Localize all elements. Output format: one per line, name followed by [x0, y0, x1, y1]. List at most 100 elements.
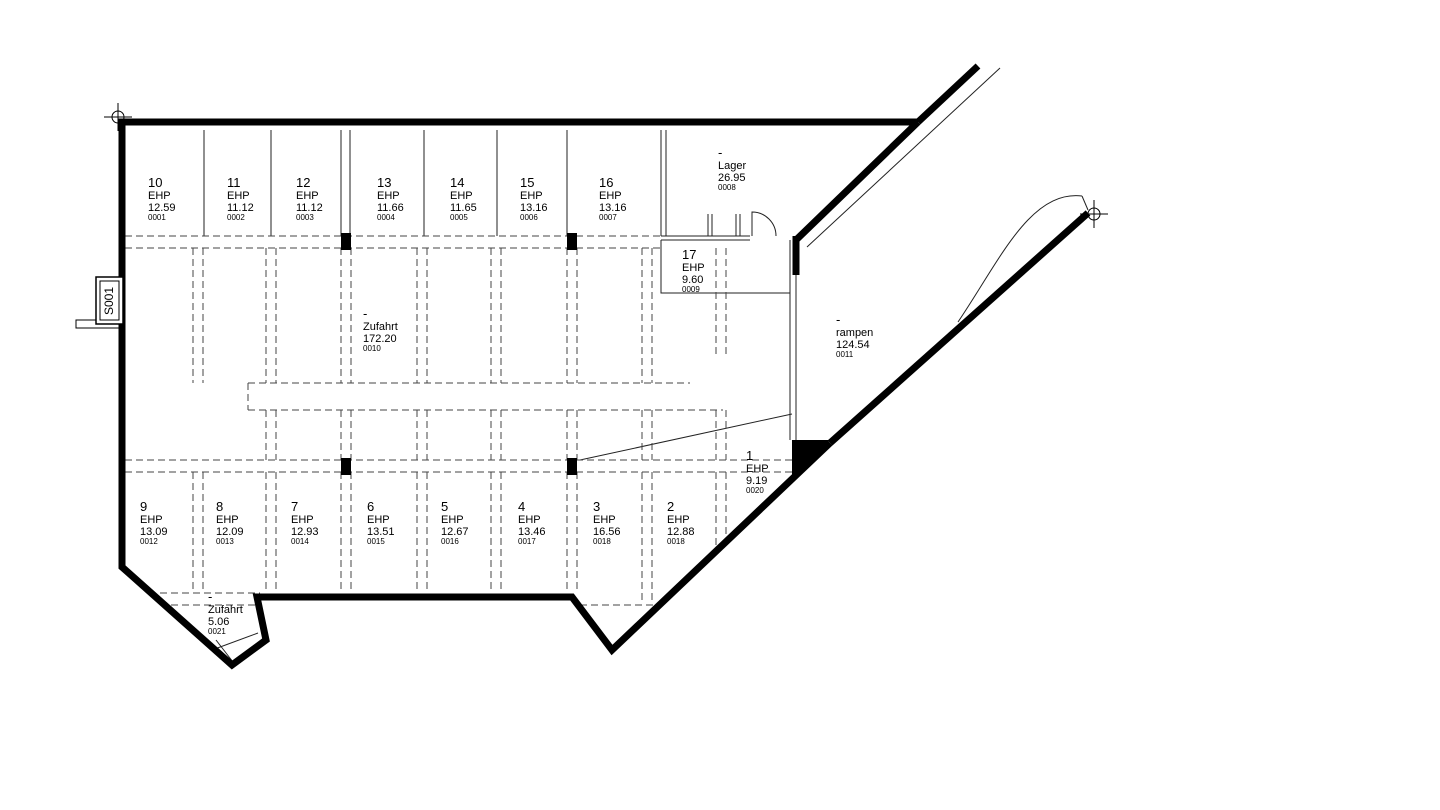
room-type: EHP: [377, 190, 400, 202]
room-area: 9.60: [682, 274, 703, 286]
room-type: EHP: [227, 190, 250, 202]
room-type: EHP: [367, 514, 390, 526]
room-label: 4 EHP 13.46 0017: [518, 499, 546, 546]
room-area: 11.65: [450, 202, 477, 214]
reference-marker: [1080, 200, 1108, 228]
room-number: 2: [667, 499, 674, 514]
room-number: 15: [520, 175, 534, 190]
room-number: 5: [441, 499, 448, 514]
room-code: 0017: [518, 537, 536, 546]
room-label: 13 EHP 11.66 0004: [377, 175, 404, 222]
room-area: 16.56: [593, 526, 621, 538]
room-number: 14: [450, 175, 464, 190]
room-code: 0014: [291, 537, 309, 546]
room-type: EHP: [682, 262, 705, 274]
room-label: 5 EHP 12.67 0016: [441, 499, 469, 546]
room-code: 0006: [520, 213, 538, 222]
room-code: 0001: [148, 213, 166, 222]
room-type: EHP: [291, 514, 314, 526]
room-label: 6 EHP 13.51 0015: [367, 499, 395, 546]
room-type: EHP: [216, 514, 239, 526]
room-type: EHP: [746, 463, 769, 475]
room-type: EHP: [140, 514, 163, 526]
stair-marker: S001: [75, 276, 124, 329]
room-area: 12.67: [441, 526, 469, 538]
room-number: -: [718, 145, 722, 160]
room-type: EHP: [599, 190, 622, 202]
room-label: 12 EHP 11.12 0003: [296, 175, 323, 222]
room-number: 9: [140, 499, 147, 514]
room-area: 9.19: [746, 475, 767, 487]
room-label: 15 EHP 13.16 0006: [520, 175, 548, 222]
room-number: -: [836, 312, 840, 327]
room-number: 7: [291, 499, 298, 514]
room-code: 0013: [216, 537, 234, 546]
room-number: 17: [682, 247, 696, 262]
room-label: 11 EHP 11.12 0002: [227, 175, 254, 222]
room-label: 9 EHP 13.09 0012: [140, 499, 168, 546]
room-area: 11.12: [296, 202, 323, 214]
interior-lines: [203, 67, 1089, 663]
room-number: 10: [148, 175, 162, 190]
room-label: 7 EHP 12.93 0014: [291, 499, 319, 546]
room-number: 1: [746, 448, 753, 463]
room-area: 172.20: [363, 333, 397, 345]
outer-walls: [118, 63, 1091, 670]
room-type: Lager: [718, 160, 746, 172]
room-number: 16: [599, 175, 613, 190]
room-area: 12.93: [291, 526, 319, 538]
room-area: 12.88: [667, 526, 695, 538]
room-number: 8: [216, 499, 223, 514]
room-area: 12.09: [216, 526, 244, 538]
room-number: -: [363, 306, 367, 321]
room-code: 0018: [667, 537, 685, 546]
room-label: 2 EHP 12.88 0018: [667, 499, 695, 546]
room-number: -: [208, 589, 212, 604]
room-area: 124.54: [836, 339, 870, 351]
room-label: 14 EHP 11.65 0005: [450, 175, 477, 222]
stair-marker-label: S001: [102, 287, 116, 315]
room-label: 8 EHP 12.09 0013: [216, 499, 244, 546]
room-number: 13: [377, 175, 391, 190]
room-area: 13.51: [367, 526, 395, 538]
room-code: 0004: [377, 213, 395, 222]
room-code: 0011: [836, 350, 854, 359]
room-code: 0015: [367, 537, 385, 546]
parking-grid: [125, 235, 792, 606]
room-code: 0008: [718, 183, 736, 192]
room-label: 17 EHP 9.60 0009: [682, 247, 705, 294]
room-area: 11.12: [227, 202, 254, 214]
room-type: EHP: [667, 514, 690, 526]
room-area: 13.09: [140, 526, 168, 538]
room-number: 3: [593, 499, 600, 514]
room-number: 12: [296, 175, 310, 190]
room-code: 0018: [593, 537, 611, 546]
room-type: rampen: [836, 327, 873, 339]
room-label: - Zufahrt 172.20 0010: [363, 306, 398, 353]
room-number: 6: [367, 499, 374, 514]
room-type: EHP: [520, 190, 543, 202]
room-type: EHP: [441, 514, 464, 526]
room-type: Zufahrt: [363, 321, 398, 333]
room-code: 0020: [746, 486, 764, 495]
room-area: 13.46: [518, 526, 546, 538]
room-area: 11.66: [377, 202, 404, 214]
room-label: 16 EHP 13.16 0007: [599, 175, 627, 222]
room-type: EHP: [148, 190, 171, 202]
room-area: 13.16: [520, 202, 548, 214]
room-label: - Zufahrt 5.06 0021: [208, 589, 243, 636]
room-code: 0021: [208, 627, 226, 636]
room-code: 0007: [599, 213, 617, 222]
room-code: 0009: [682, 285, 700, 294]
room-code: 0005: [450, 213, 468, 222]
room-label: 1 EHP 9.19 0020: [746, 448, 769, 495]
room-area: 26.95: [718, 172, 746, 184]
room-code: 0012: [140, 537, 158, 546]
room-code: 0016: [441, 537, 459, 546]
room-label: 10 EHP 12.59 0001: [148, 175, 176, 222]
room-area: 12.59: [148, 202, 176, 214]
room-code: 0003: [296, 213, 314, 222]
room-label: - rampen 124.54 0011: [836, 312, 873, 359]
reference-marker: [104, 103, 132, 131]
